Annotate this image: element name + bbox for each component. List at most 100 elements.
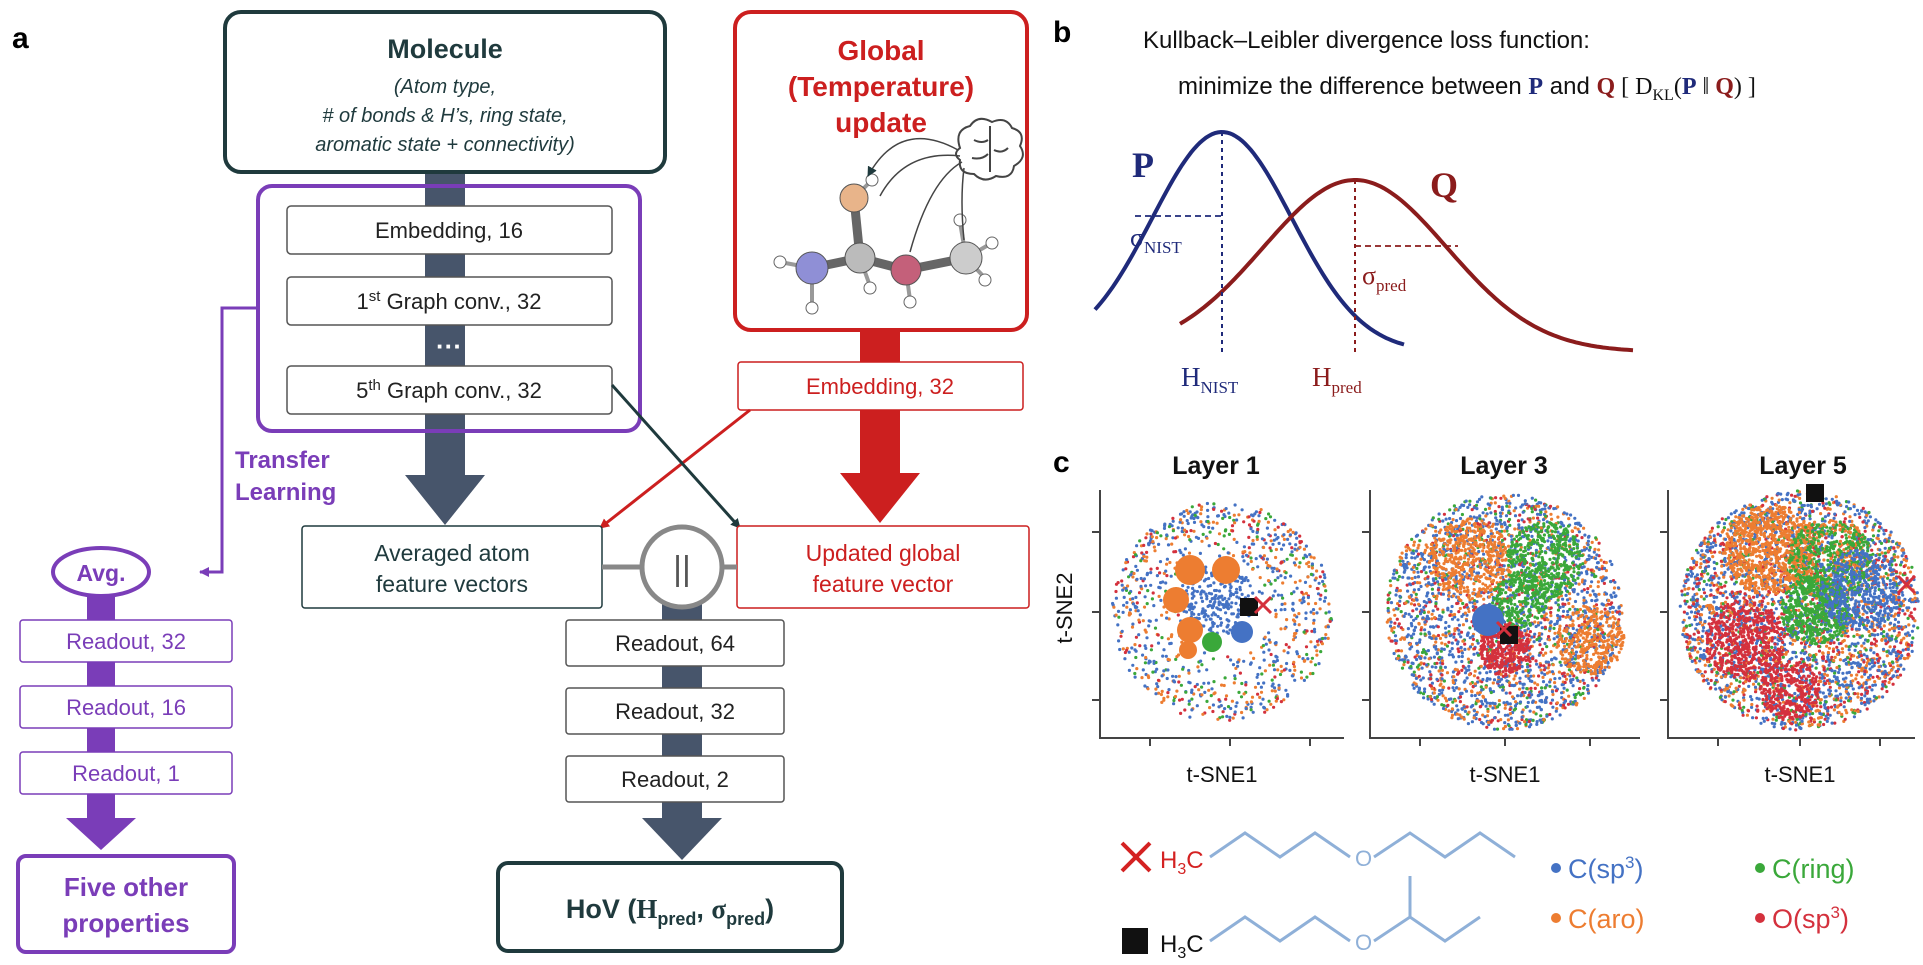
legend-item-osp3: O(sp3) bbox=[1755, 903, 1849, 934]
legend-item-caro: C(aro) bbox=[1551, 904, 1645, 934]
encoder-embedding-label: Embedding, 16 bbox=[375, 218, 523, 243]
legend-caro-label: C(aro) bbox=[1568, 904, 1645, 934]
layer-3-xlabel: t-SNE1 bbox=[1470, 762, 1541, 787]
molecule-box: Molecule (Atom type, # of bonds & H’s, r… bbox=[223, 10, 667, 174]
global-feature-line-2: feature vector bbox=[813, 571, 954, 597]
hov-output-box: HoV (Hpred, σpred) bbox=[496, 861, 844, 953]
tsne2-label: t-SNE2 bbox=[1052, 573, 1077, 644]
curve-q-label: Q bbox=[1430, 165, 1458, 205]
global-line-2: (Temperature) bbox=[788, 71, 974, 102]
left-readout-3: Readout, 1 bbox=[19, 751, 233, 795]
molecule-1-legend: H3C O bbox=[1120, 831, 1516, 878]
global-feature-box: Updated global feature vector bbox=[736, 525, 1030, 609]
transfer-learning-arrow bbox=[199, 306, 258, 577]
center-readout-1-label: Readout, 64 bbox=[615, 631, 735, 656]
transfer-learning-line-2: Learning bbox=[235, 479, 336, 506]
concat-symbol: || bbox=[673, 550, 691, 588]
conv-to-global-arrow bbox=[610, 383, 742, 530]
center-readout-2: Readout, 32 bbox=[565, 687, 785, 735]
center-readout-2-label: Readout, 32 bbox=[615, 699, 735, 724]
layer-1-cross-marker bbox=[1253, 595, 1273, 615]
brain-icon bbox=[955, 117, 1024, 181]
five-properties-line-2: properties bbox=[62, 908, 189, 938]
transfer-learning-line-1: Transfer bbox=[235, 447, 330, 474]
left-readout-2-label: Readout, 16 bbox=[66, 695, 186, 720]
avg-label: Avg. bbox=[77, 560, 126, 586]
cross-icon bbox=[1120, 841, 1152, 873]
curve-q bbox=[1178, 178, 1634, 353]
molecule-line-2: # of bonds & H’s, ring state, bbox=[322, 105, 567, 127]
atom-feature-box: Averaged atom feature vectors bbox=[301, 525, 603, 609]
left-readout-1-label: Readout, 32 bbox=[66, 629, 186, 654]
center-readout-3: Readout, 2 bbox=[565, 755, 785, 803]
layer-3-title: Layer 3 bbox=[1460, 452, 1548, 480]
encoder-conv1-label: 1st Graph conv., 32 bbox=[357, 288, 542, 314]
avg-node: Avg. bbox=[51, 546, 151, 598]
concat-node: || bbox=[639, 524, 725, 610]
encoder-embedding-box: Embedding, 16 bbox=[286, 205, 613, 255]
center-readout-1: Readout, 64 bbox=[565, 619, 785, 667]
molecule-2-oxygen: O bbox=[1355, 930, 1372, 955]
kl-title: Kullback–Leibler divergence loss functio… bbox=[1143, 27, 1590, 54]
square-icon bbox=[1122, 928, 1148, 954]
molecule-title: Molecule bbox=[387, 34, 503, 64]
h-pred-label: Hpred bbox=[1312, 362, 1362, 397]
molecule-2-formula: H3C bbox=[1160, 931, 1204, 962]
panel-c-label: c bbox=[1053, 446, 1070, 479]
layer-5-square-marker bbox=[1806, 484, 1824, 502]
molecule-line-1: (Atom type, bbox=[394, 76, 496, 98]
layer-5-axes bbox=[1660, 490, 1915, 746]
encoder-conv5-label: 5th Graph conv., 32 bbox=[356, 377, 542, 403]
encoder-conv1-box: 1st Graph conv., 32 bbox=[286, 276, 613, 326]
global-line-3: update bbox=[835, 107, 927, 138]
left-readout-3-label: Readout, 1 bbox=[72, 761, 180, 786]
five-properties-line-1: Five other bbox=[64, 872, 188, 902]
layer-3-axes bbox=[1362, 490, 1640, 746]
layer-1-square-marker bbox=[1240, 598, 1258, 616]
layer-5-scatter bbox=[1678, 489, 1920, 732]
panel-b-label: b bbox=[1053, 16, 1071, 49]
layer-1-axes bbox=[1092, 490, 1344, 746]
atom-feature-line-1: Averaged atom bbox=[374, 540, 530, 566]
five-properties-box: Five other properties bbox=[16, 854, 236, 954]
molecule-1-oxygen: O bbox=[1355, 846, 1372, 871]
global-arrow bbox=[840, 330, 920, 523]
layer-3-scatter bbox=[1385, 493, 1626, 731]
global-to-atom-arrow bbox=[599, 408, 751, 530]
center-readout-3-label: Readout, 2 bbox=[621, 767, 729, 792]
atom-feature-line-2: feature vectors bbox=[376, 571, 528, 597]
molecule-1-formula: H3C bbox=[1160, 847, 1204, 878]
legend-osp3-label: O(sp3) bbox=[1772, 903, 1849, 934]
molecule-line-3: aromatic state + connectivity) bbox=[315, 134, 575, 156]
layer-1-xlabel: t-SNE1 bbox=[1187, 762, 1258, 787]
molecule-2-legend: H3C O bbox=[1122, 876, 1481, 962]
curve-p bbox=[1093, 129, 1405, 347]
hov-label: HoV (Hpred, σpred) bbox=[566, 894, 774, 929]
legend-cring-label: C(ring) bbox=[1772, 854, 1855, 884]
layer-5-title: Layer 5 bbox=[1759, 452, 1847, 480]
legend-item-cring: C(ring) bbox=[1755, 854, 1855, 884]
encoder-dots: ··· bbox=[436, 331, 462, 361]
global-embedding-label: Embedding, 32 bbox=[806, 374, 954, 399]
layer-5-xlabel: t-SNE1 bbox=[1765, 762, 1836, 787]
molecule-3d-illustration bbox=[773, 117, 1024, 315]
encoder-conv5-box: 5th Graph conv., 32 bbox=[286, 365, 613, 415]
legend-item-csp3: C(sp3) bbox=[1551, 853, 1643, 884]
class-legend: C(sp3) C(ring) C(aro) O(sp3) bbox=[1551, 853, 1855, 934]
layer-1-scatter bbox=[1111, 501, 1334, 722]
layer-3-cross-marker bbox=[1495, 620, 1513, 638]
curve-p-label: P bbox=[1132, 145, 1154, 185]
sigma-nist-label: σNIST bbox=[1130, 223, 1182, 257]
kl-subtitle: minimize the difference between P and Q … bbox=[1178, 73, 1756, 104]
sigma-pred-label: σpred bbox=[1362, 261, 1407, 295]
layer-1-title: Layer 1 bbox=[1172, 452, 1260, 480]
global-line-1: Global bbox=[837, 35, 924, 66]
kl-curves bbox=[1093, 129, 1634, 353]
panel-a-label: a bbox=[12, 22, 29, 55]
left-readout-1: Readout, 32 bbox=[19, 619, 233, 663]
h-nist-label: HNIST bbox=[1181, 362, 1239, 397]
layer-5-cross-marker bbox=[1896, 574, 1917, 595]
legend-csp3-label: C(sp3) bbox=[1568, 853, 1643, 884]
